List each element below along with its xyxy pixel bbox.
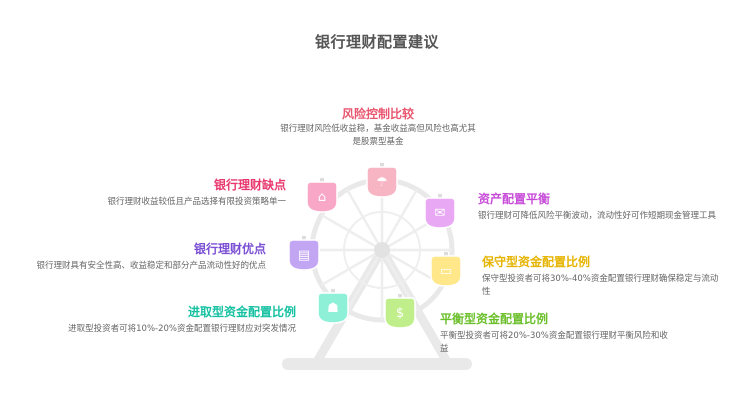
wheel-spoke xyxy=(320,213,383,252)
gondola-body xyxy=(424,197,456,229)
item-ur: 资产配置平衡 银行理财可降低风险平衡波动，流动性好可作短期现金管理工具 xyxy=(478,191,718,223)
item-ll-desc: 进取型投资者可将10%-20%资金配置银行理财应对突发情况 xyxy=(68,324,296,334)
gondola-top: ☂ xyxy=(366,163,398,198)
item-top: 风险控制比较 银行理财风险低收益稳，基金收益高但风险也高尤其是股票型基金 xyxy=(278,106,478,148)
item-top-desc: 银行理财风险低收益稳，基金收益高但风险也高尤其是股票型基金 xyxy=(280,124,476,147)
item-lr: 平衡型资金配置比例 平衡型投资者可将20%-30%资金配置银行理财平衡风险和收益 xyxy=(440,311,672,355)
building-icon: ▤ xyxy=(298,248,310,263)
item-lr-title: 平衡型资金配置比例 xyxy=(440,312,549,326)
wheel-base xyxy=(282,358,472,370)
page-title: 银行理财配置建议 xyxy=(314,33,439,51)
wheel-spoke xyxy=(345,249,384,312)
gondola-hanger xyxy=(331,289,335,294)
gondola-lr: $ xyxy=(384,294,416,329)
item-ul-title: 银行理财缺点 xyxy=(213,178,286,192)
gondola-hanger xyxy=(438,194,442,199)
item-ml-desc: 银行理财具有安全性高、收益稳定和部分产品流动性好的优点 xyxy=(36,261,266,271)
item-mr-desc: 保守型投资者可将30%-40%资金配置银行理财确保稳定与流动性 xyxy=(482,274,719,297)
item-ul: 银行理财缺点 银行理财收益较低且产品选择有限投资策略单一 xyxy=(60,177,286,209)
gondola-hanger xyxy=(444,252,448,257)
gondola-body xyxy=(288,239,320,271)
bank-icon: ⌂ xyxy=(318,190,326,205)
dollar-tag-icon: $ xyxy=(396,306,404,321)
gondola-body xyxy=(306,181,338,213)
item-ur-desc: 银行理财可降低风险平衡波动，流动性好可作短期现金管理工具 xyxy=(478,211,717,221)
item-lr-desc: 平衡型投资者可将20%-30%资金配置银行理财平衡风险和收益 xyxy=(440,331,668,354)
gondola-ur: ✉ xyxy=(424,194,456,229)
gift-icon: ✉ xyxy=(435,206,446,221)
card-icon: ▭ xyxy=(440,264,452,279)
item-ml-title: 银行理财优点 xyxy=(193,242,266,256)
gondola-body xyxy=(366,166,398,198)
shield-icon: ☂ xyxy=(376,175,388,190)
wheel-spoke xyxy=(320,248,383,287)
item-ll: 进取型资金配置比例 进取型投资者可将10%-20%资金配置银行理财应对突发情况 xyxy=(62,304,296,336)
gondola-ml: ▤ xyxy=(288,236,320,271)
item-ml: 银行理财优点 银行理财具有安全性高、收益稳定和部分产品流动性好的优点 xyxy=(34,241,266,273)
gondola-hanger xyxy=(398,294,402,299)
wheel-spoke xyxy=(345,188,384,251)
item-mr: 保守型资金配置比例 保守型投资者可将30%-40%资金配置银行理财确保稳定与流动… xyxy=(482,254,720,298)
item-top-title: 风险控制比较 xyxy=(341,107,414,121)
gondola-ll: ☗ xyxy=(317,289,349,324)
gondola-body xyxy=(430,255,462,287)
gondola-body xyxy=(384,297,416,329)
wheel-hub xyxy=(374,242,390,258)
gondola-ul: ⌂ xyxy=(306,178,338,213)
handshake-icon: ☗ xyxy=(327,301,339,316)
item-ur-title: 资产配置平衡 xyxy=(478,192,551,206)
gondola-body xyxy=(317,292,349,324)
gondola-mr: ▭ xyxy=(430,252,462,287)
item-ul-desc: 银行理财收益较低且产品选择有限投资策略单一 xyxy=(107,197,286,207)
wheel-spoke xyxy=(380,188,419,251)
item-ll-title: 进取型资金配置比例 xyxy=(187,305,296,319)
item-mr-title: 保守型资金配置比例 xyxy=(482,255,591,269)
gondola-hanger xyxy=(380,163,384,168)
gondola-hanger xyxy=(302,236,306,241)
gondola-hanger xyxy=(320,178,324,183)
